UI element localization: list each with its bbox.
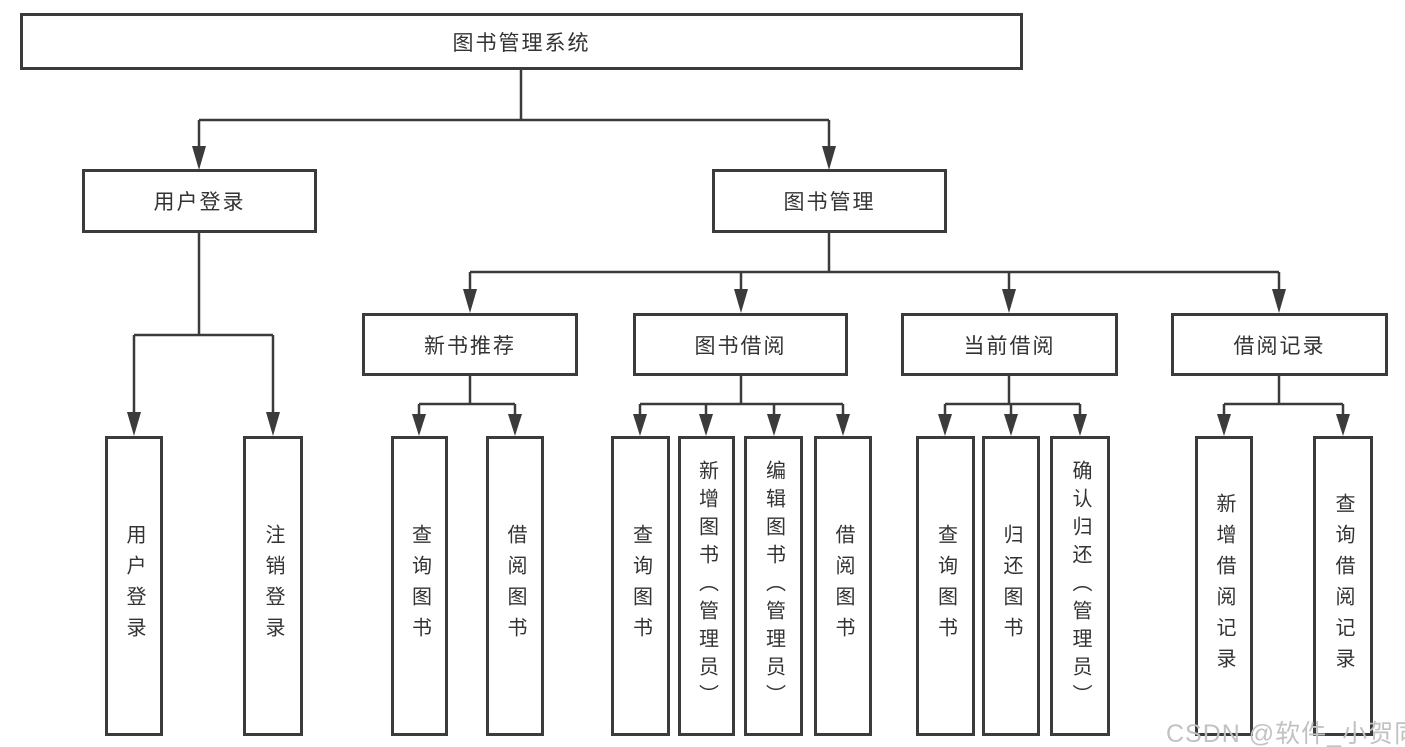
arrowhead — [127, 412, 141, 436]
connector-user-login — [127, 233, 280, 436]
arrowhead — [767, 414, 781, 436]
arrowhead — [1217, 414, 1231, 436]
node-new-book-recommend: 新书推荐 — [362, 313, 578, 376]
arrowhead — [633, 414, 647, 436]
arrowhead — [1002, 289, 1016, 313]
arrowhead — [508, 414, 522, 436]
node-library-management-system: 图书管理系统 — [20, 13, 1023, 70]
leaf-return-books: 归还图书 — [982, 436, 1040, 736]
leaf-query-borrow-record: 查询借阅记录 — [1313, 436, 1373, 736]
connector-book-borrowing — [633, 376, 850, 436]
leaf-query-books-borrowing: 查询图书 — [611, 436, 670, 736]
arrowhead — [412, 414, 426, 436]
csdn-watermark: CSDN @软件_小贺同学 — [1166, 720, 1405, 747]
connector-book-management — [463, 233, 1286, 313]
leaf-query-books-current: 查询图书 — [916, 436, 975, 736]
arrowhead — [1336, 414, 1350, 436]
arrowhead — [1073, 414, 1087, 436]
arrowhead — [938, 414, 952, 436]
leaf-add-book-admin: 新增图书（管理员） — [678, 436, 735, 736]
node-book-management: 图书管理 — [712, 169, 947, 233]
arrowhead — [463, 289, 477, 313]
arrowhead — [699, 414, 713, 436]
connector-borrowing-records — [1217, 376, 1350, 436]
node-user-login: 用户登录 — [82, 169, 317, 233]
leaf-logout: 注销登录 — [243, 436, 303, 736]
leaf-edit-book-admin: 编辑图书（管理员） — [744, 436, 803, 736]
arrowhead — [734, 289, 748, 313]
node-borrowing-records: 借阅记录 — [1171, 313, 1388, 376]
leaf-borrow-books-recommend: 借阅图书 — [486, 436, 544, 736]
connector-new-book-recommend — [412, 376, 522, 436]
leaf-query-books-recommend: 查询图书 — [391, 436, 448, 736]
arrowhead — [822, 146, 836, 170]
leaf-borrow-books-borrowing: 借阅图书 — [814, 436, 872, 736]
arrowhead — [1272, 289, 1286, 313]
leaf-user-login: 用户登录 — [105, 436, 163, 736]
arrowhead — [266, 412, 280, 436]
connector-current-borrowing — [938, 376, 1087, 436]
connector-root — [192, 70, 836, 170]
arrowhead — [192, 146, 206, 170]
node-book-borrowing: 图书借阅 — [633, 313, 848, 376]
node-current-borrowing: 当前借阅 — [901, 313, 1118, 376]
arrowhead — [836, 414, 850, 436]
leaf-confirm-return-admin: 确认归还（管理员） — [1050, 436, 1110, 736]
arrowhead — [1004, 414, 1018, 436]
leaf-add-borrow-record: 新增借阅记录 — [1195, 436, 1253, 736]
